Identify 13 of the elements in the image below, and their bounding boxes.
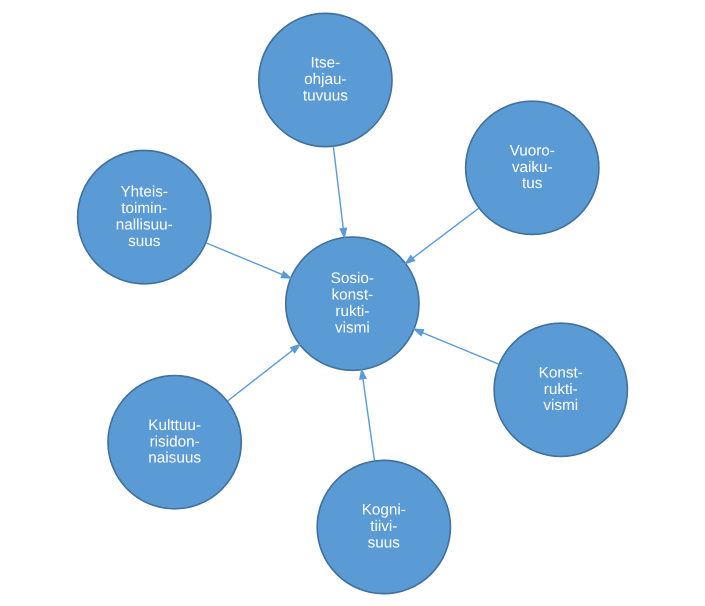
arrow: [206, 242, 293, 278]
node-circle: Itse- ohjau- tuvuus: [258, 12, 393, 147]
node-circle: Vuoro- vaiku- tus: [464, 100, 600, 235]
node-circle: Yhteis- toimin- nallisuu- suus: [76, 149, 212, 284]
arrow: [359, 367, 376, 461]
node-circle: Kulttuu- risidon- naisuus: [107, 374, 242, 510]
node-circle: Sosio- konst- rukti- vismi: [284, 236, 420, 371]
arrow: [227, 342, 302, 402]
node-circle: Konst- rukti- vismi: [493, 322, 628, 457]
arrow: [404, 207, 480, 264]
arrow: [332, 146, 348, 239]
node-circle: Kogni- tiivi- suus: [316, 459, 452, 594]
arrow: [412, 328, 500, 364]
